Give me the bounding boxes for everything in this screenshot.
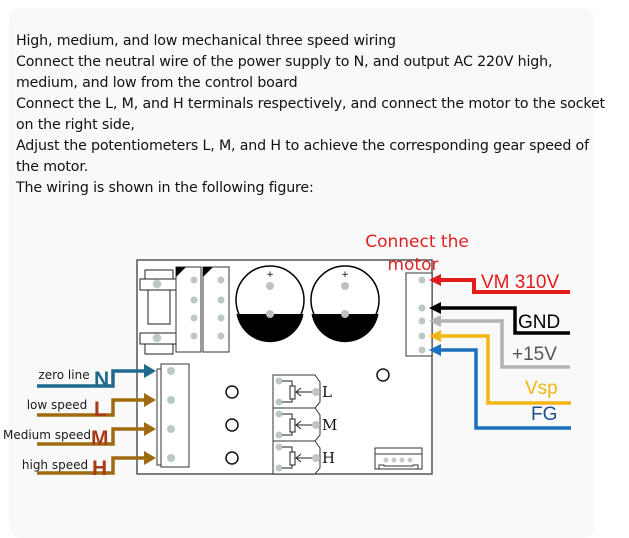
description-line: The wiring is shown in the following fig… <box>16 180 314 196</box>
description-line: High, medium, and low mechanical three s… <box>16 33 396 49</box>
input-caption: Medium speed <box>3 428 91 442</box>
input-letter: M <box>91 427 109 450</box>
description-line: Connect the neutral wire of the power su… <box>16 54 553 70</box>
potentiometer-m[interactable]: M <box>272 407 337 442</box>
input-terminal-block <box>156 363 190 468</box>
output-wire-15v: +15V <box>429 315 570 369</box>
relay-block-2 <box>202 266 230 353</box>
mounting-hole <box>225 385 239 399</box>
output-wire-vsp: Vsp <box>429 330 571 405</box>
mounting-hole <box>376 368 390 382</box>
capacitor-1: + <box>235 265 305 343</box>
potentiometer-label: H <box>322 449 335 467</box>
mounting-hole <box>225 451 239 465</box>
relay-block-1 <box>175 266 202 353</box>
fuse-holder <box>139 269 179 355</box>
output-wire-vm-310v: VM 310V <box>429 272 570 294</box>
description-text: High, medium, and low mechanical three s… <box>16 31 616 199</box>
input-caption: high speed <box>22 458 88 472</box>
signal-connector-4pin <box>374 447 423 470</box>
potentiometer-label: M <box>322 416 337 434</box>
description-line: Connect the L, M, and H terminals respec… <box>16 96 605 112</box>
capacitor-2: + <box>310 265 380 343</box>
potentiometer-l[interactable]: L <box>272 374 332 409</box>
output-label: GND <box>518 312 560 333</box>
input-letter: N <box>94 368 109 391</box>
output-wire-gnd: GND <box>429 302 570 335</box>
output-wire-fg: FG <box>429 344 571 430</box>
output-label: Vsp <box>525 378 558 399</box>
motor-label-line2: motor <box>387 255 438 275</box>
potentiometer-h[interactable]: H <box>272 440 335 475</box>
wiring-diagram: + + LMH Connec <box>3 232 571 480</box>
output-label: VM 310V <box>481 272 559 293</box>
motor-label-line1: Connect the <box>365 232 469 252</box>
input-wire-h: high speed H <box>22 451 156 480</box>
description-line: Adjust the potentiometers L, M, and H to… <box>16 138 589 154</box>
potentiometer-label: L <box>322 383 332 401</box>
input-wire-n: zero line N <box>37 364 156 391</box>
description-line: the motor. <box>16 159 89 175</box>
description-line: medium, and low from the control board <box>16 75 298 91</box>
input-caption: zero line <box>38 368 89 382</box>
polarity-plus: + <box>341 270 349 280</box>
motor-connector <box>405 272 433 357</box>
input-wire-l: low speed L <box>27 393 156 421</box>
output-label: +15V <box>512 344 557 365</box>
polarity-plus: + <box>266 270 274 280</box>
output-label: FG <box>531 404 557 425</box>
description-line: on the right side, <box>16 117 135 133</box>
mounting-hole <box>225 418 239 432</box>
input-letter: L <box>94 398 107 421</box>
input-letter: H <box>92 457 107 480</box>
input-caption: low speed <box>27 398 88 412</box>
